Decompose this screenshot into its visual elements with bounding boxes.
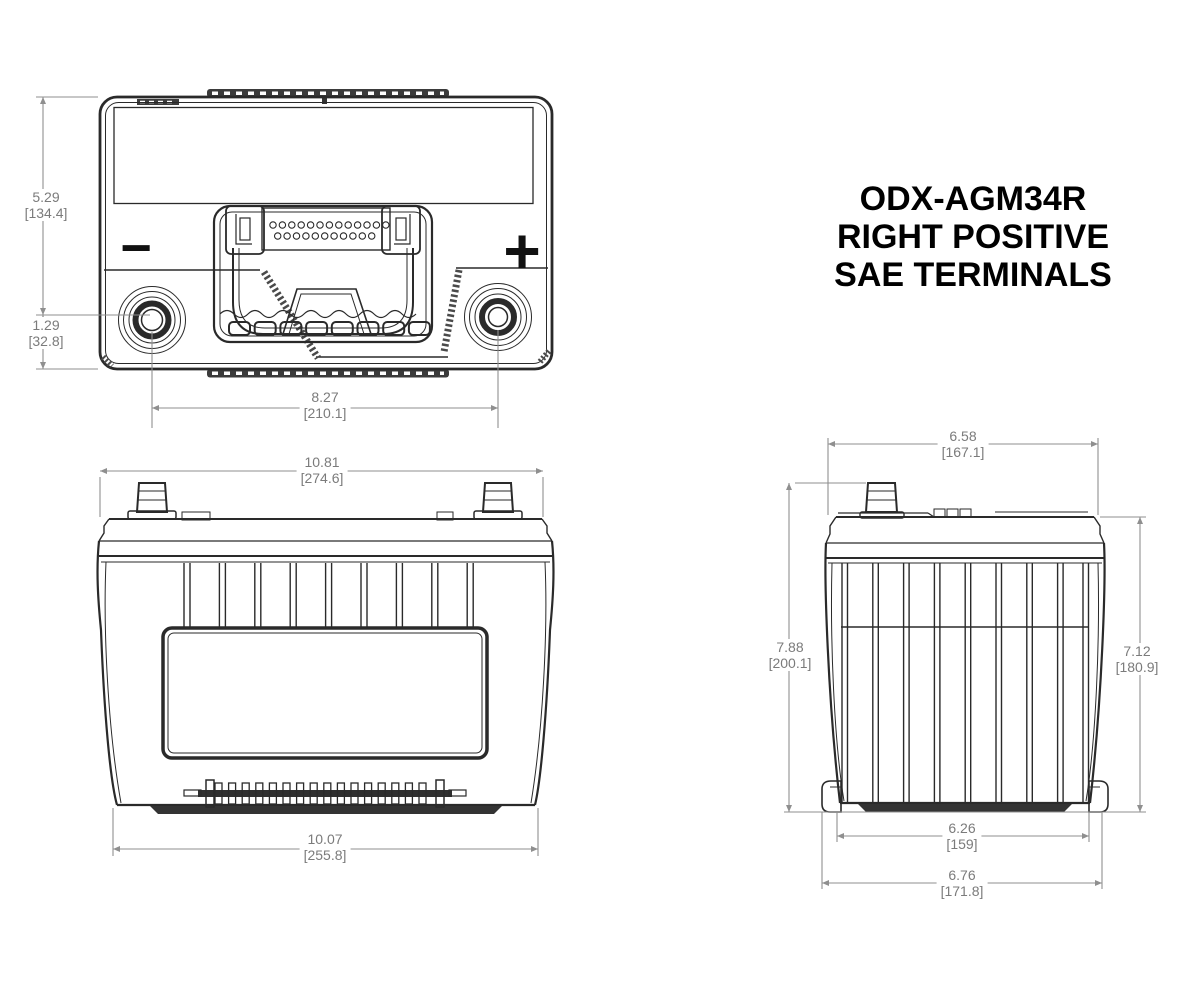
dim-inches: 10.07 (307, 831, 343, 847)
dim-top-depth-lower: 1.29 [32.8] (24, 317, 68, 349)
front-view-positive-post (473, 482, 523, 520)
dim-inches: 6.76 (948, 867, 976, 883)
battery-side-view (821, 482, 1109, 813)
dim-terminal-spacing: 8.27 [210.1] (299, 389, 351, 421)
dim-mm: [255.8] (303, 847, 347, 863)
dim-mm: [274.6] (300, 470, 344, 486)
dim-base-width: 10.07 [255.8] (299, 831, 351, 863)
dim-inches: 8.27 (311, 389, 339, 405)
handle-clip-right (381, 205, 421, 255)
title-terminal-type: SAE TERMINALS (834, 256, 1112, 294)
vent-holes-row2 (273, 232, 376, 240)
front-view-lid (98, 511, 553, 563)
dim-base-depth-inner: 6.26 [159] (942, 820, 982, 852)
vent-manifold-plate (261, 207, 391, 251)
front-view-hold-down-rail (183, 779, 467, 808)
side-view-ribs (841, 562, 1090, 804)
dim-inches: 1.29 (32, 317, 60, 333)
dim-top-depth-upper: 5.29 [134.4] (20, 189, 72, 221)
dim-inches: 6.26 (948, 820, 976, 836)
battery-front-view (96, 482, 555, 814)
dim-overall-width: 10.81 [274.6] (296, 454, 348, 486)
battery-top-view: − + (98, 89, 554, 378)
side-view-base-strip (858, 804, 1072, 812)
title-model-number: ODX-AGM34R (859, 180, 1087, 218)
top-view-case-inner-outline (105, 102, 547, 364)
dim-inches: 5.29 (32, 189, 60, 205)
dim-mm: [32.8] (28, 333, 64, 349)
dim-inches: 7.88 (776, 639, 804, 655)
drawing-title: ODX-AGM34R RIGHT POSITIVE SAE TERMINALS (823, 180, 1123, 294)
dim-inches: 7.12 (1123, 643, 1151, 659)
dim-mm: [134.4] (24, 205, 68, 221)
top-view-label-area (113, 106, 534, 205)
dim-mm: [159] (946, 836, 978, 852)
dim-inches: 6.58 (949, 428, 977, 444)
dim-overall-height: 7.88 [200.1] (764, 639, 816, 671)
side-view-body (824, 542, 1106, 812)
handle-clip-left (225, 205, 265, 255)
top-view-handle-assembly (212, 204, 434, 344)
dim-mm: [180.9] (1115, 659, 1159, 675)
dim-case-height: 7.12 [180.9] (1111, 643, 1163, 675)
top-view-case-outline (98, 95, 554, 371)
negative-symbol: − (120, 218, 152, 278)
front-view-negative-post (127, 482, 177, 520)
chamfer-hatch-right (440, 269, 463, 353)
dim-base-depth-outer: 6.76 [171.8] (936, 867, 988, 899)
side-view-post (859, 482, 905, 519)
dim-mm: [167.1] (941, 444, 985, 460)
side-view-lid (825, 508, 1105, 564)
wavy-seal-line (219, 309, 417, 319)
positive-symbol: + (503, 215, 540, 287)
title-polarity: RIGHT POSITIVE (836, 218, 1110, 256)
front-view-label-recess (161, 626, 489, 760)
dim-mm: [171.8] (940, 883, 984, 899)
front-view-base-strip (150, 806, 502, 814)
dim-mm: [210.1] (303, 405, 347, 421)
dim-mm: [200.1] (768, 655, 812, 671)
vent-holes-row1 (269, 221, 390, 229)
front-view-ribs (183, 562, 474, 629)
dim-overall-depth: 6.58 [167.1] (937, 428, 989, 460)
dim-inches: 10.81 (304, 454, 340, 470)
front-view-body (96, 540, 555, 814)
